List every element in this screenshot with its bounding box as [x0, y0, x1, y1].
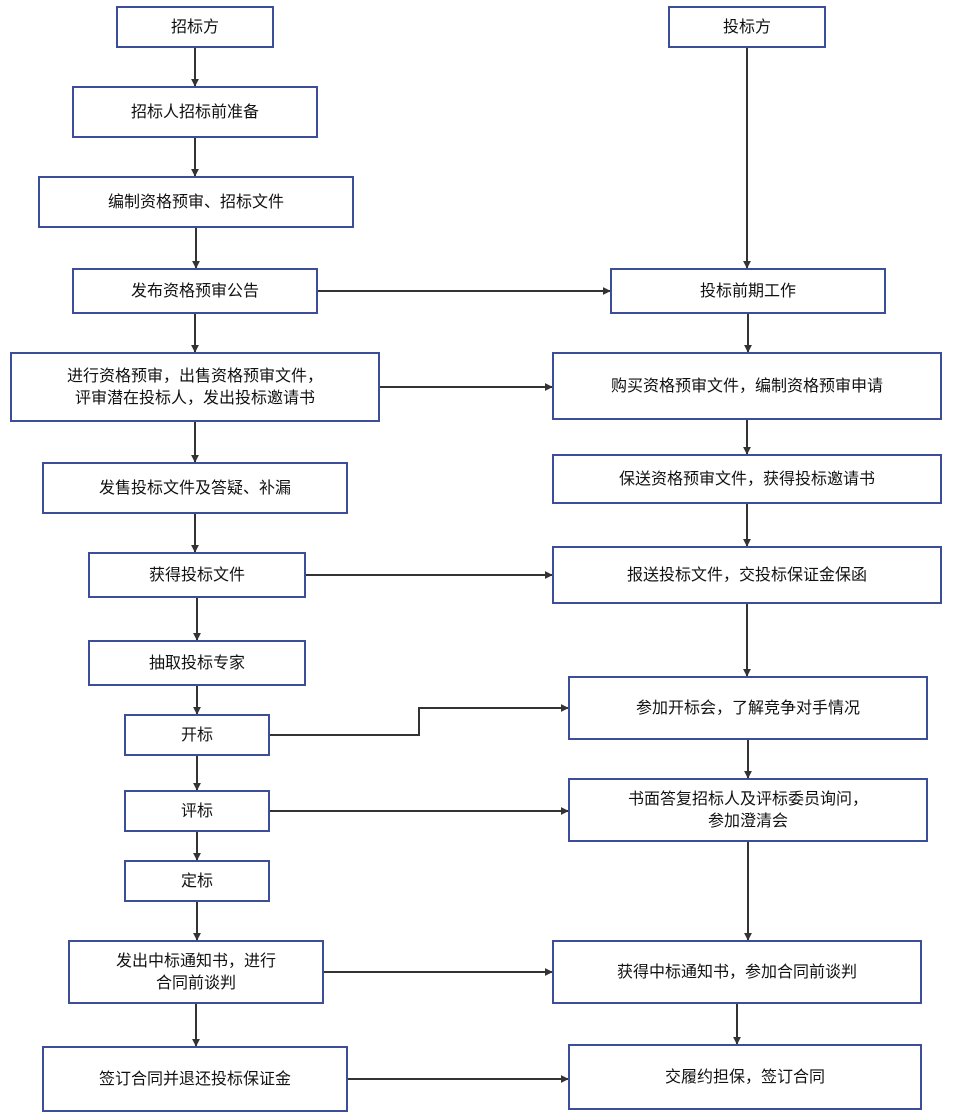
node-label: 发出中标通知书，进行 合同前谈判	[115, 951, 276, 992]
node-label: 参加开标会，了解竞争对手情况	[635, 698, 860, 717]
node-label: 发布资格预审公告	[130, 281, 259, 300]
node-label: 评标	[180, 801, 213, 820]
process-node-l9: 评标	[124, 790, 270, 832]
node-label: 签订合同并退还投标保证金	[98, 1069, 291, 1088]
process-node-l1: 招标人招标前准备	[72, 86, 318, 138]
node-label: 招标人招标前准备	[130, 102, 259, 121]
process-node-r5: 参加开标会，了解竞争对手情况	[568, 676, 928, 740]
process-node-r8: 交履约担保，签订合同	[568, 1044, 922, 1110]
node-label: 招标方	[170, 17, 219, 36]
node-label: 购买资格预审文件，编制资格预审申请	[610, 376, 883, 395]
node-label: 保送资格预审文件，获得投标邀请书	[618, 469, 875, 488]
process-node-l8: 开标	[124, 714, 270, 756]
process-node-r0: 投标方	[668, 6, 826, 48]
node-label: 开标	[180, 725, 213, 744]
node-label: 获得投标文件	[148, 565, 245, 584]
process-node-l0: 招标方	[116, 6, 274, 48]
node-label: 投标前期工作	[699, 281, 796, 300]
node-label: 抽取投标专家	[148, 653, 245, 672]
node-label: 获得中标通知书，参加合同前谈判	[616, 962, 857, 981]
process-node-l3: 发布资格预审公告	[72, 268, 318, 314]
node-label: 进行资格预审，出售资格预审文件， 评审潜在投标人，发出投标邀请书	[66, 366, 323, 407]
process-node-r4: 报送投标文件，交投标保证金保函	[552, 546, 942, 604]
process-node-r7: 获得中标通知书，参加合同前谈判	[552, 940, 922, 1004]
process-node-l11: 发出中标通知书，进行 合同前谈判	[68, 940, 324, 1004]
process-node-l7: 抽取投标专家	[88, 640, 306, 686]
node-label: 交履约担保，签订合同	[664, 1067, 825, 1086]
process-node-r1: 投标前期工作	[610, 268, 886, 314]
node-label: 书面答复招标人及评标委员询问， 参加澄清会	[627, 789, 868, 830]
process-node-l6: 获得投标文件	[88, 552, 306, 598]
node-label: 编制资格预审、招标文件	[107, 192, 284, 211]
process-node-l2: 编制资格预审、招标文件	[38, 176, 354, 228]
process-node-r6: 书面答复招标人及评标委员询问， 参加澄清会	[568, 778, 928, 842]
process-node-r3: 保送资格预审文件，获得投标邀请书	[552, 454, 942, 504]
node-label: 投标方	[722, 17, 771, 36]
process-node-l12: 签订合同并退还投标保证金	[42, 1046, 348, 1112]
node-label: 定标	[180, 871, 213, 890]
arrow-l8-to-r5	[270, 704, 569, 736]
process-node-l4: 进行资格预审，出售资格预审文件， 评审潜在投标人，发出投标邀请书	[10, 352, 380, 422]
process-node-l5: 发售投标文件及答疑、补漏	[42, 462, 348, 514]
process-node-r2: 购买资格预审文件，编制资格预审申请	[552, 352, 942, 420]
node-label: 发售投标文件及答疑、补漏	[98, 478, 291, 497]
node-label: 报送投标文件，交投标保证金保函	[626, 565, 867, 584]
process-node-l10: 定标	[124, 860, 270, 902]
